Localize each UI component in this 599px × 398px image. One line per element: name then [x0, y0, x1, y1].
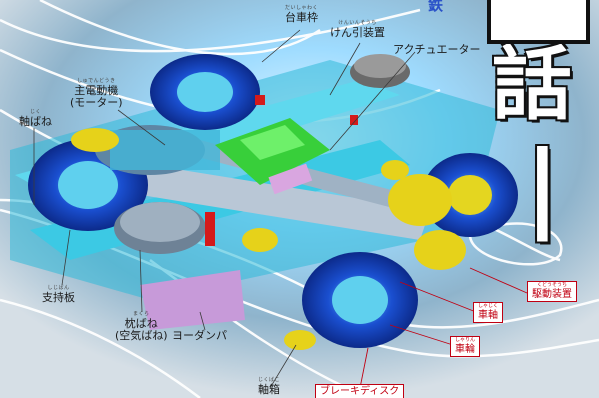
drive-parts	[71, 128, 466, 350]
title-top-glyph	[487, 0, 590, 44]
label-kudou: くどうそうち 駆動装置	[527, 281, 577, 302]
label-motor: しゅでんどうき 主電動機 (モーター)	[70, 78, 123, 109]
label-daishawaku: だいしゃわく 台車枠	[285, 5, 319, 24]
label-kenin: けんいんそうち けん引装置	[330, 20, 385, 39]
label-yawdamper: ヨーダンパ	[172, 329, 227, 342]
red-leader-lines	[359, 267, 528, 389]
label-brake: ブレーキディスク	[315, 384, 405, 398]
label-makurabane: まくら 枕ばね (空気ばね)	[115, 311, 168, 342]
title-char-wa: 話	[492, 38, 572, 131]
traction-device	[215, 118, 330, 185]
yaw-damper	[140, 163, 313, 330]
air-spring	[114, 54, 410, 254]
label-sharin: しゃりん 車輪	[450, 336, 481, 357]
red-parts	[205, 95, 358, 246]
title-char-bar: |	[525, 132, 560, 242]
title-small: 鉄	[428, 0, 444, 14]
label-shijiban: しじばん 支持板	[42, 285, 75, 304]
label-jikubako: じくばこ 軸箱	[258, 377, 281, 396]
label-jikubane: じく 軸ばね	[19, 109, 52, 128]
leader-lines	[33, 29, 416, 389]
label-actuator: アクチュエーター	[393, 43, 481, 56]
motor	[95, 125, 220, 175]
label-shajiku: しゃじく 車軸	[473, 302, 504, 323]
